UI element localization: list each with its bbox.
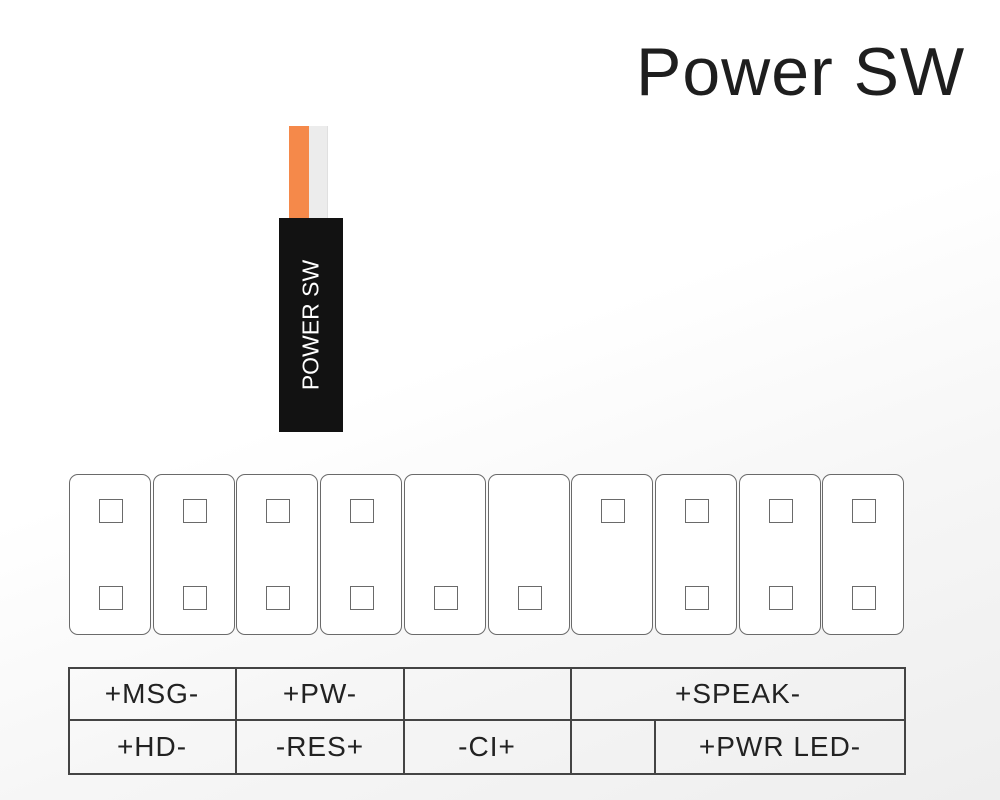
table-border-right <box>904 667 906 775</box>
header-pin[interactable] <box>768 586 793 610</box>
table-divider <box>403 667 405 775</box>
connector-label: POWER SW <box>297 259 324 391</box>
label-pw: +PW- <box>282 678 358 709</box>
table-divider <box>570 667 572 775</box>
table-divider <box>654 719 656 775</box>
table-divider <box>235 667 237 775</box>
header-pin[interactable] <box>684 586 709 610</box>
header-pin[interactable] <box>852 499 877 523</box>
white-wire <box>309 126 328 222</box>
page-title: Power SW <box>636 34 966 110</box>
header-pin[interactable] <box>182 586 207 610</box>
pin-column <box>320 474 403 635</box>
pin-column <box>403 474 486 635</box>
table-divider-middle <box>68 719 906 721</box>
header-pin[interactable] <box>182 499 207 523</box>
pin-column <box>487 474 570 635</box>
orange-wire <box>289 126 309 222</box>
header-pin[interactable] <box>350 586 375 610</box>
header-pin[interactable] <box>601 499 626 523</box>
pin-column <box>654 474 737 635</box>
label-hd: +HD- <box>116 731 188 762</box>
pin-column <box>571 474 654 635</box>
header-pin[interactable] <box>99 586 123 610</box>
header-pin[interactable] <box>684 499 709 523</box>
header-pin[interactable] <box>433 586 458 610</box>
header-pin[interactable] <box>350 499 375 523</box>
table-border-bottom <box>68 773 906 775</box>
pin-column <box>236 474 319 635</box>
header-pin[interactable] <box>768 499 793 523</box>
label-msg: +MSG- <box>104 678 200 709</box>
table-border-left <box>68 667 70 775</box>
header-pin[interactable] <box>266 499 291 523</box>
pin-column <box>738 474 821 635</box>
header-pin[interactable] <box>517 586 542 610</box>
header-pin[interactable] <box>852 586 877 610</box>
header-pin[interactable] <box>266 586 291 610</box>
label-speak: +SPEAK- <box>674 678 802 709</box>
label-ci: -CI+ <box>458 731 516 762</box>
label-pwr-led: +PWR LED- <box>698 731 862 762</box>
power-sw-connector[interactable] <box>279 218 343 432</box>
pin-column <box>152 474 235 635</box>
label-res: -RES+ <box>275 731 365 762</box>
header-pin[interactable] <box>99 499 123 523</box>
pin-column <box>822 474 905 635</box>
table-border-top <box>68 667 906 669</box>
pin-column <box>69 474 151 635</box>
